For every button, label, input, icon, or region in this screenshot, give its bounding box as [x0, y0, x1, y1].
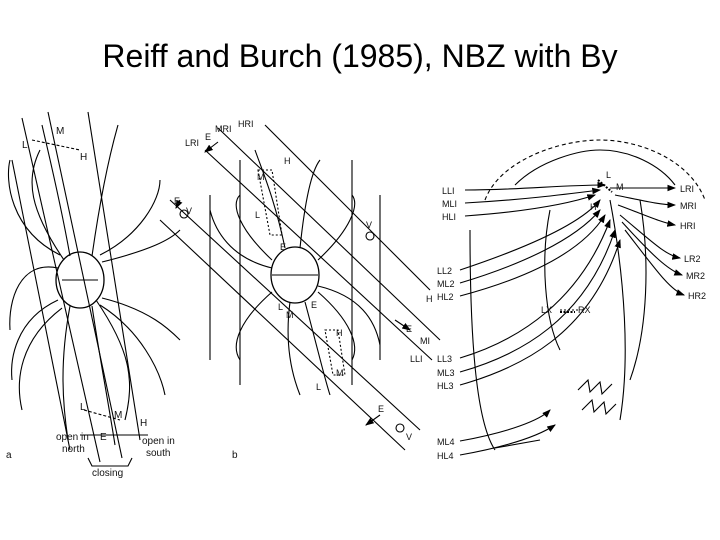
- open-south-line2: south: [146, 448, 170, 459]
- label-rx: RX: [578, 305, 591, 315]
- dipole-field-lines-a: [7, 124, 181, 446]
- mark-h-b1: H: [284, 156, 291, 166]
- label-mli: MLI: [442, 199, 457, 209]
- mark-h-c: H: [590, 202, 597, 212]
- mark-m-b3: M: [286, 310, 294, 320]
- label-lr2: LR2: [684, 254, 701, 264]
- panel-a-labels: L M H L M H E open in north open in sout…: [6, 126, 175, 479]
- open-north-line1: open in: [56, 432, 89, 443]
- closing-caption: closing: [92, 468, 123, 479]
- mark-e-b1: E: [205, 132, 211, 142]
- mark-m-a2: M: [114, 410, 122, 421]
- label-mi-b: MI: [420, 336, 430, 346]
- mark-e-b2: E: [174, 196, 180, 206]
- mark-h-a2: H: [140, 418, 147, 429]
- label-ml2: ML2: [437, 279, 455, 289]
- label-ll2: LL2: [437, 266, 452, 276]
- label-hri: HRI: [680, 221, 696, 231]
- mark-v-b1: V: [186, 206, 192, 216]
- mark-v-b2: V: [366, 220, 372, 230]
- mark-e-b6: E: [378, 404, 384, 414]
- label-lli-b: LLI: [410, 354, 423, 364]
- label-hri-b: HRI: [238, 119, 254, 129]
- mark-m-b1: M: [257, 172, 265, 182]
- mark-e-a: E: [100, 432, 107, 443]
- label-mri: MRI: [680, 201, 697, 211]
- label-hl3: HL3: [437, 381, 454, 391]
- panel-c: [459, 139, 706, 456]
- label-ll3: LL3: [437, 354, 452, 364]
- mark-h-b2: H: [336, 328, 343, 338]
- mark-m-c: M: [616, 182, 624, 192]
- open-south-line1: open in: [142, 436, 175, 447]
- label-hl4: HL4: [437, 451, 454, 461]
- label-hl2: HL2: [437, 292, 454, 302]
- label-lx: LX: [541, 305, 552, 315]
- panel-b: [159, 124, 441, 451]
- label-lri-b: LRI: [185, 138, 199, 148]
- mark-l-b3: L: [278, 302, 283, 312]
- mark-h-a: H: [80, 152, 87, 163]
- label-hli: HLI: [442, 212, 456, 222]
- label-ml3: ML3: [437, 368, 455, 378]
- mark-l-c: L: [606, 170, 611, 180]
- label-hr2: HR2: [688, 291, 706, 301]
- panel-letter-b: b: [232, 450, 238, 461]
- label-ml4: ML4: [437, 437, 455, 447]
- panel-b-labels: LRI MRI HRI E H M L E V V E E H M L E MI…: [174, 119, 433, 461]
- dipole-field-lines-b: [209, 149, 381, 396]
- mark-l-a2: L: [80, 402, 86, 413]
- page-title: Reiff and Burch (1985), NBZ with By: [102, 38, 618, 74]
- mark-l-b2: L: [316, 382, 321, 392]
- label-lli: LLI: [442, 186, 455, 196]
- mark-e-b3: E: [280, 242, 286, 252]
- label-lri: LRI: [680, 184, 694, 194]
- open-north-line2: north: [62, 444, 85, 455]
- label-mri-b: MRI: [215, 124, 232, 134]
- panel-c-labels: LLI MLI HLI LL2 ML2 HL2 LL3 ML3 HL3 ML4 …: [437, 170, 706, 461]
- mark-m-a: M: [56, 126, 64, 137]
- mark-e-b5: E: [406, 324, 412, 334]
- panel-a: [7, 111, 181, 467]
- mark-h-b3: H: [426, 294, 433, 304]
- mark-l-a: L: [22, 140, 28, 151]
- mark-v-b3: V: [406, 432, 412, 442]
- mark-l-b1: L: [255, 210, 260, 220]
- mark-e-b4: E: [311, 300, 317, 310]
- label-mr2: MR2: [686, 271, 705, 281]
- mark-m-b2: M: [336, 368, 344, 378]
- panel-letter-a: a: [6, 450, 12, 461]
